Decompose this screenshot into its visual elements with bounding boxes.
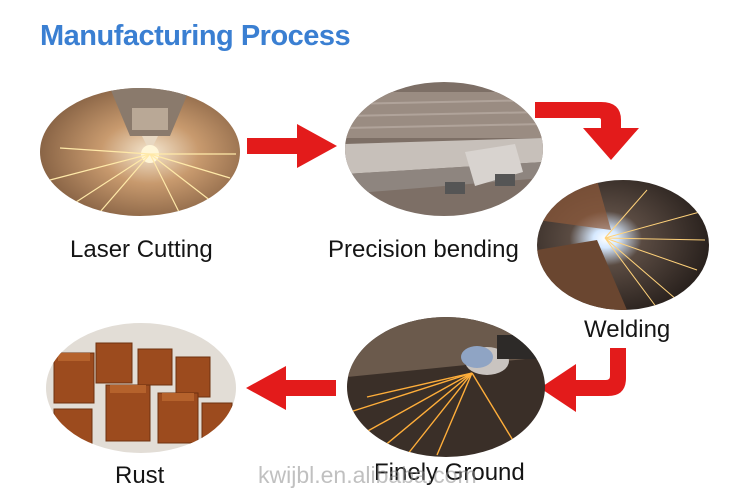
step-label-laser-cutting: Laser Cutting <box>70 236 213 263</box>
welding-photo <box>537 180 709 310</box>
arrow-bent-down-icon <box>535 102 639 160</box>
arrow-left-icon <box>246 366 336 410</box>
step-label-welding: Welding <box>584 316 671 343</box>
page-title: Manufacturing Process <box>40 20 351 52</box>
finely-ground-photo <box>347 317 545 457</box>
precision-bending-photo <box>345 82 543 216</box>
step-label-precision-bending: Precision bending <box>328 236 519 263</box>
laser-cutting-photo <box>40 88 240 216</box>
arrow-bent-left-icon <box>540 348 626 412</box>
rust-photo <box>46 323 236 453</box>
step-label-rust: Rust <box>115 462 165 489</box>
step-label-finely-ground: Finely Ground <box>374 459 525 486</box>
arrow-right-icon <box>247 124 337 168</box>
